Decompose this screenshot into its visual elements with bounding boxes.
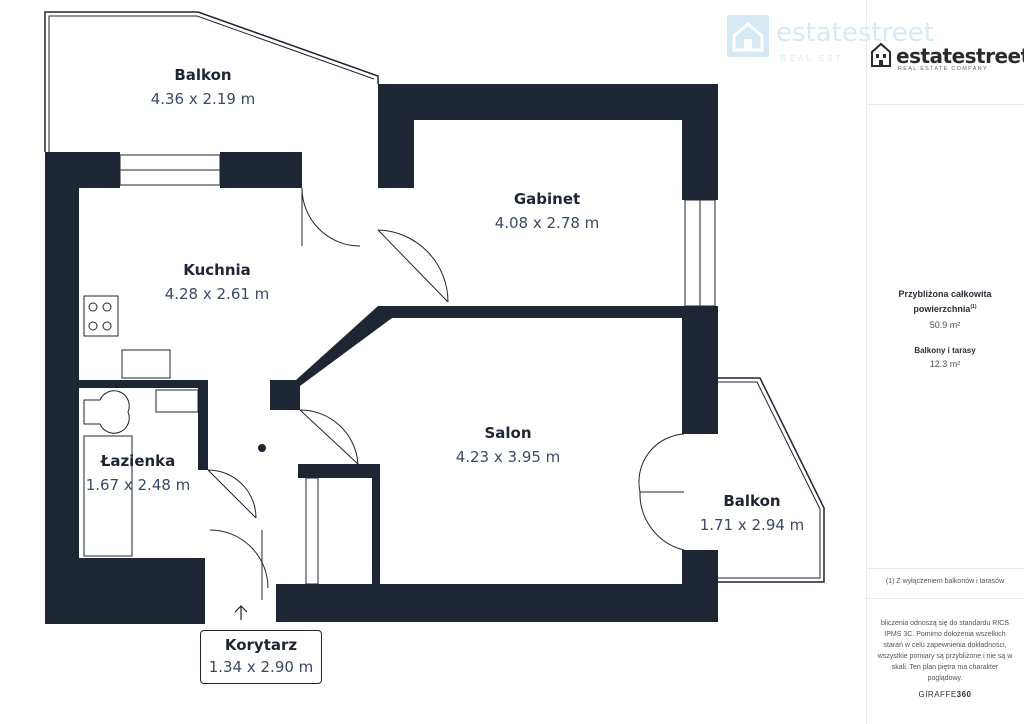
entry-arrow-icon <box>234 605 248 620</box>
room-label: Balkon <box>723 492 780 510</box>
total-area-value: 50.9 m² <box>929 320 961 330</box>
bath-cabinet <box>305 477 319 585</box>
room-label: Korytarz <box>224 636 298 654</box>
windows <box>119 154 716 307</box>
room-label: Kuchnia <box>183 261 251 279</box>
door-balcony-right-2 <box>639 491 685 551</box>
bath-sink <box>155 389 199 413</box>
brand-logo: estatestreet REAL ESTATE COMPANY <box>870 42 1024 74</box>
wall-bottom-left <box>45 558 205 624</box>
credit-prefix: GIRAFFE <box>918 690 957 699</box>
door-salon <box>299 409 359 465</box>
toilet <box>83 390 130 434</box>
room-label: Gabinet <box>514 190 580 208</box>
watermark-subtext: REAL EST <box>781 54 844 63</box>
wall-right-lower <box>682 550 718 622</box>
balcony-outline-right <box>718 377 825 583</box>
divider <box>866 104 1024 105</box>
room-dims: 1.71 x 2.94 m <box>700 516 805 534</box>
balcony-area-value: 12.3 m² <box>929 359 961 369</box>
room-dims: 4.36 x 2.19 m <box>151 90 256 108</box>
total-area-label-line1: Przybliżona całkowita <box>898 289 992 299</box>
doors <box>207 187 685 600</box>
room-label: Łazienka <box>100 452 176 470</box>
balcony-outline-top <box>44 11 379 152</box>
total-area-label-line2: powierzchnia <box>913 304 971 314</box>
divider <box>866 568 1024 569</box>
door-bathroom <box>207 469 257 519</box>
credit-logo: GIRAFFE360 <box>866 690 1024 699</box>
balcony-area-block: Balkony i tarasy 12.3 m² <box>866 344 1024 369</box>
balcony-rail-right <box>718 381 821 579</box>
wall-left <box>45 152 79 570</box>
balcony-rail-top <box>48 15 375 152</box>
wall-partition-mid <box>378 306 684 318</box>
wall-kitchen-top-left <box>45 152 120 188</box>
wall-gabinet-top <box>378 84 718 120</box>
brand-tagline: REAL ESTATE COMPANY <box>898 66 988 72</box>
credit-suffix: 360 <box>956 690 972 699</box>
room-dims: 4.08 x 2.78 m <box>495 214 600 232</box>
disclaimer-text: bliczenia odnoszą się do standardu RICS … <box>877 620 1013 682</box>
kitchen-sink <box>121 349 171 379</box>
total-area-block: Przybliżona całkowita powierzchnia(1) 50… <box>866 288 1024 330</box>
wall-bath-right <box>198 380 208 470</box>
wall-gabinet-right-top <box>682 84 718 200</box>
room-dims: 1.34 x 2.90 m <box>208 658 314 676</box>
divider <box>866 598 1024 599</box>
brand-name: estatestreet <box>896 44 1024 68</box>
watermark-logo: estatestreet REAL EST <box>726 14 934 64</box>
wall-bath-top <box>79 380 207 388</box>
door-kitchen-balcony <box>301 187 361 247</box>
info-sidebar <box>866 0 1024 724</box>
door-balcony-right-1 <box>638 433 685 493</box>
wall-gabinet-right-bottom <box>682 306 718 434</box>
walls <box>45 84 718 624</box>
building-logo-icon <box>871 42 891 67</box>
room-label: Balkon <box>174 66 231 84</box>
bathtub <box>83 435 133 557</box>
wall-gabinet-left <box>378 84 414 188</box>
door-gabinet <box>377 229 449 303</box>
cooktop <box>83 295 119 337</box>
footnote-marker: (1) <box>970 304 977 310</box>
room-dims: 4.28 x 2.61 m <box>165 285 270 303</box>
room-label: Salon <box>484 424 531 442</box>
door-entry <box>209 529 269 600</box>
wall-bottom <box>276 584 718 622</box>
balcony-area-label: Balkony i tarasy <box>914 346 976 355</box>
wall-salon-inner <box>298 464 380 584</box>
house-logo-icon <box>727 15 769 57</box>
wall-diagonal <box>270 306 392 410</box>
entry-marker <box>258 444 266 452</box>
watermark-text: estatestreet <box>776 18 934 48</box>
footnote: (1) Z wyłączeniem balkonów i tarasów <box>885 578 1005 585</box>
fixtures <box>83 295 319 620</box>
wall-kitchen-top-right <box>220 152 302 188</box>
floor-plan: Balkon 4.36 x 2.19 m Gabinet 4.08 x 2.78… <box>44 11 825 624</box>
room-dims: 1.67 x 2.48 m <box>86 476 191 494</box>
korytarz-label-box: Korytarz 1.34 x 2.90 m <box>200 630 322 684</box>
room-dims: 4.23 x 3.95 m <box>456 448 561 466</box>
